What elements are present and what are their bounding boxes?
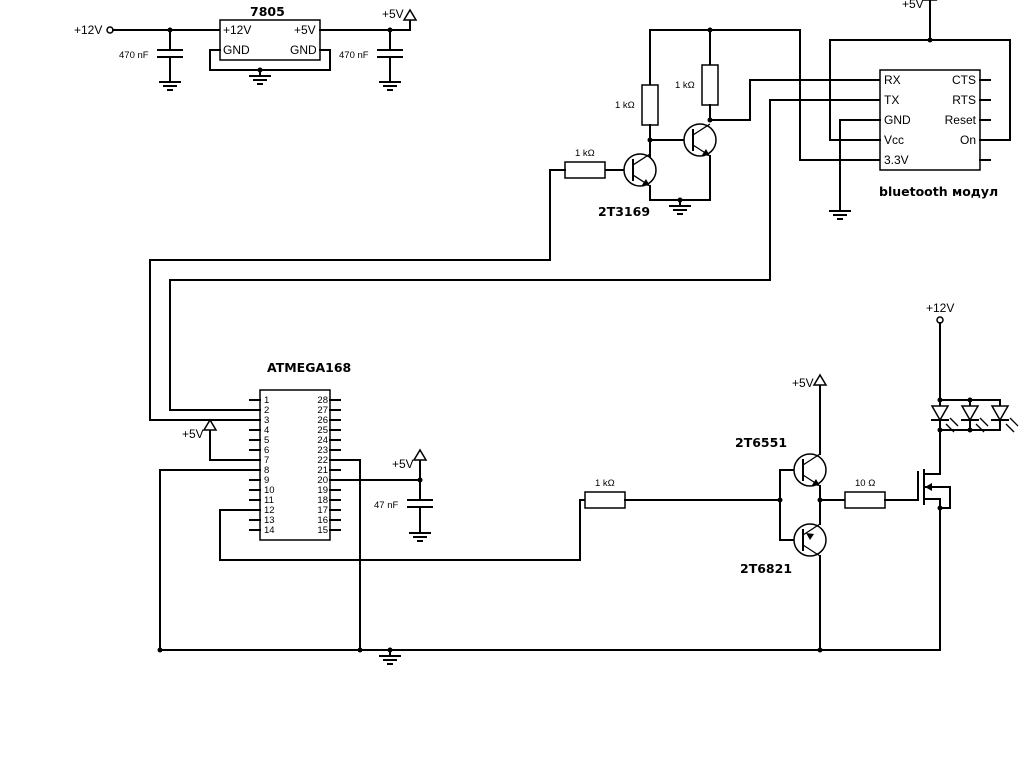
regulator-gnd-left: GND <box>223 43 250 57</box>
mcu-pin-number: 21 <box>317 465 328 476</box>
regulator-pin-out: +5V <box>294 23 316 37</box>
vcc-icon <box>413 449 427 471</box>
ground-icon <box>379 75 401 91</box>
vcc-icon <box>203 419 217 441</box>
mcu-pin-number: 8 <box>264 465 269 476</box>
bt-pin-gnd: GND <box>884 113 911 127</box>
ground-icon <box>829 204 851 220</box>
bluetooth-title: bluetooth модул <box>879 184 998 199</box>
mcu-pin-number: 17 <box>317 505 328 516</box>
mcu-pin-number: 9 <box>264 475 269 486</box>
mcu-pin-number: 6 <box>264 445 269 456</box>
regulator-title: 7805 <box>250 4 285 19</box>
regulator-pin-in: +12V <box>223 23 251 37</box>
vcc-icon <box>813 374 827 396</box>
driver-5v-label: +5V <box>792 376 814 390</box>
mcu-pin-number: 28 <box>317 395 328 406</box>
r-pull1-label: 1 kΩ <box>615 100 635 111</box>
vcc-icon <box>403 9 417 31</box>
ground-bus <box>157 647 941 665</box>
led-2 <box>960 399 989 433</box>
atmega168-chip <box>259 389 331 541</box>
mcu-pin-number: 11 <box>264 495 274 506</box>
r-base-label: 1 kΩ <box>575 148 595 159</box>
regulator-section: +12V 470 nF 7805 +12V +5V GND GND +5V 47… <box>74 4 417 91</box>
bt-pin-on: On <box>960 133 976 147</box>
base-resistor <box>564 161 606 179</box>
bt-pin-rx: RX <box>884 73 901 87</box>
mcu-pin-number: 4 <box>264 425 269 436</box>
mcu-pin-number: 14 <box>264 525 275 536</box>
bt-pin-tx: TX <box>884 93 899 107</box>
mcu-5v-label: +5V <box>182 427 204 441</box>
vcc-icon <box>923 0 937 11</box>
mcu-pin-number: 2 <box>264 405 269 416</box>
mcu-pin-number: 19 <box>317 485 328 496</box>
q-top-label: 2T6551 <box>735 435 787 450</box>
ground-icon <box>669 199 691 215</box>
mcu-pin-number: 3 <box>264 415 269 426</box>
ground-icon <box>379 649 401 665</box>
ground-icon <box>409 526 431 542</box>
pullup-resistor-2 <box>701 64 719 106</box>
mcu-pin-number: 16 <box>317 515 328 526</box>
avcc-5v-label: +5V <box>392 457 414 471</box>
bt-pin-cts: CTS <box>952 73 976 87</box>
level-shifter-transistor-label: 2T3169 <box>598 204 650 219</box>
led-12v-label: +12V <box>926 301 954 315</box>
transistor-2t6551 <box>793 453 827 487</box>
gate-resistor <box>844 491 886 509</box>
driver-section: 1 kΩ +5V 2T6551 2T6821 10 Ω <box>584 301 1019 651</box>
bt-5v-label: +5V <box>902 0 924 11</box>
mcu-pin-number: 27 <box>317 405 328 416</box>
mcu-pin-number: 26 <box>317 415 328 426</box>
mcu-pin-number: 1 <box>264 395 269 406</box>
mcu-pin-number: 5 <box>264 435 269 446</box>
mcu-pin-number: 23 <box>317 445 328 456</box>
mcu-pin-number: 20 <box>317 475 328 486</box>
bluetooth-module: RX TX GND Vcc 3.3V CTS RTS Reset On blue… <box>829 0 1011 220</box>
regulator-gnd-right: GND <box>290 43 317 57</box>
c-in-label: 470 nF <box>119 50 149 61</box>
r-input-label: 1 kΩ <box>595 478 615 489</box>
mcu-pin-number: 13 <box>264 515 275 526</box>
mcu-pin-number: 7 <box>264 455 269 466</box>
ground-icon <box>249 69 271 85</box>
transistor-q2 <box>683 123 717 157</box>
bt-pin-reset: Reset <box>945 113 977 127</box>
ground-icon <box>159 75 181 91</box>
r-gate-label: 10 Ω <box>855 478 875 489</box>
q-bottom-label: 2T6821 <box>740 561 792 576</box>
regulator-7805 <box>219 19 321 61</box>
c-out-label: 470 nF <box>339 50 369 61</box>
driver-input-resistor <box>584 491 626 509</box>
mcu-pin-number: 25 <box>317 425 328 436</box>
c-avcc-label: 47 nF <box>374 500 398 511</box>
mosfet <box>917 469 951 651</box>
r-pull2-label: 1 kΩ <box>675 80 695 91</box>
transistor-q1 <box>623 153 657 187</box>
mcu-pin-number: 10 <box>264 485 275 496</box>
mcu-pin-number: 24 <box>317 435 328 446</box>
mcu-pin-number: 18 <box>317 495 328 506</box>
level-shifter: 1 kΩ 1 kΩ 2T3169 1 kΩ <box>149 27 881 421</box>
bt-pin-rts: RTS <box>952 93 976 107</box>
bt-pin-vcc: Vcc <box>884 133 904 147</box>
mcu-pin-number: 22 <box>317 455 328 466</box>
reg-5v-label: +5V <box>382 7 404 21</box>
mcu-pin-number: 15 <box>317 525 328 536</box>
mcu-pin-number: 12 <box>264 505 275 516</box>
bt-pin-3v3: 3.3V <box>884 153 909 167</box>
led-1 <box>930 399 959 433</box>
pullup-resistor-1 <box>641 84 659 126</box>
led-3 <box>990 399 1019 433</box>
input-12v-label: +12V <box>74 23 102 37</box>
mcu-title: ATMEGA168 <box>267 360 351 375</box>
